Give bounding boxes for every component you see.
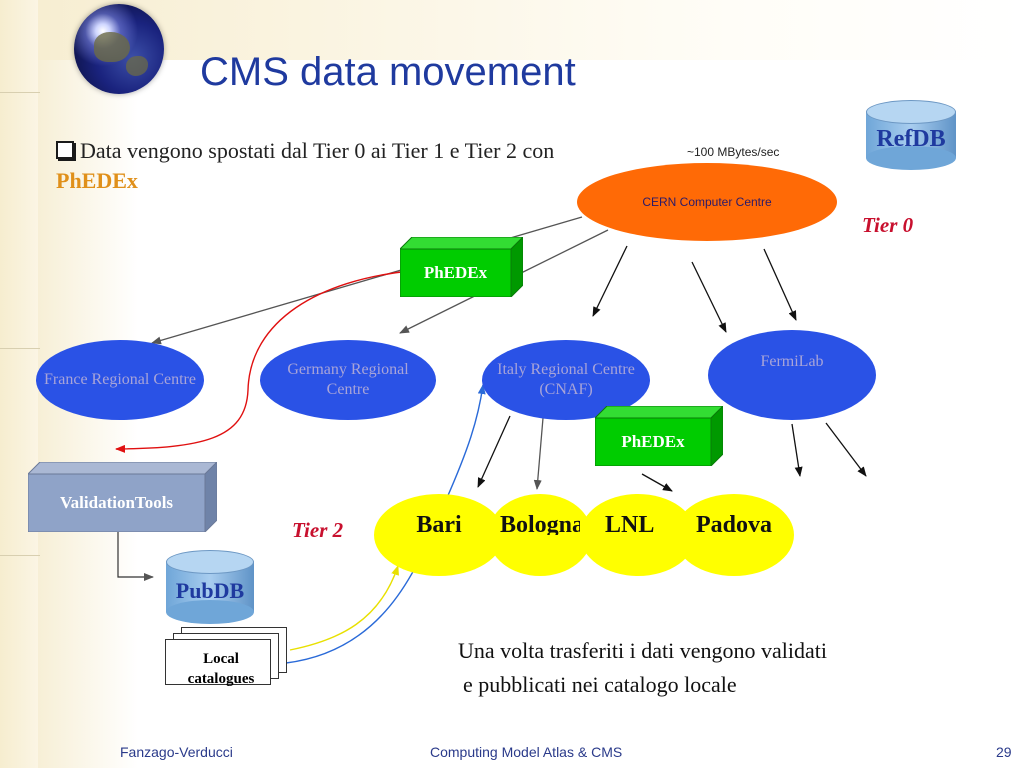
cern-computer-centre: CERN Computer Centre — [577, 163, 837, 241]
site-padova-label: Padova — [695, 512, 772, 538]
footer-author: Fanzago-Verducci — [120, 744, 233, 760]
pubdb-database: PubDB — [166, 550, 254, 624]
globe-icon — [74, 4, 164, 94]
link-validation-pubdb — [117, 530, 154, 581]
refdb-database: RefDB — [866, 100, 956, 170]
bullet-text: Data vengono spostati dal Tier 0 ai Tier… — [80, 138, 555, 163]
france-regional-centre: France Regional Centre — [36, 340, 204, 420]
site-bari: Bari — [374, 494, 504, 576]
link-fermilab-2 — [825, 422, 867, 477]
phedex-mid-box: PhEDEx — [593, 404, 725, 468]
decor-line — [0, 92, 40, 93]
local-catalogues-label: Local catalogues — [187, 651, 255, 687]
footer-page-number: 29 — [996, 744, 1012, 760]
note-line-2: e pubblicati nei catalogo locale — [463, 672, 737, 697]
link-italy-bari — [477, 415, 511, 488]
link-phedex-lnl — [641, 473, 673, 492]
phedex-mid-label: PhEDEx — [621, 432, 685, 451]
link-cern-fermilab-2 — [763, 248, 797, 321]
rate-label: ~100 MBytes/sec — [687, 145, 780, 159]
left-decor-bar — [0, 0, 38, 768]
site-lnl: LNL — [580, 494, 696, 576]
phedex-top-label: PhEDEx — [423, 263, 488, 282]
bullet-point: Data vengono spostati dal Tier 0 ai Tier… — [56, 136, 576, 196]
footer-title: Computing Model Atlas & CMS — [430, 744, 623, 760]
decor-line — [0, 555, 40, 556]
slide-title: CMS data movement — [200, 50, 576, 94]
phedex-top-box: PhEDEx — [398, 235, 525, 299]
tier2-label: Tier 2 — [292, 518, 344, 542]
validation-note: Una volta trasferiti i dati vengono vali… — [458, 634, 827, 702]
germany-regional-centre: Germany Regional Centre — [260, 340, 436, 420]
note-line-1: Una volta trasferiti i dati vengono vali… — [458, 638, 828, 663]
fermilab-centre: FermiLab — [708, 330, 876, 420]
site-bari-label: Bari — [416, 512, 462, 538]
decor-line — [0, 348, 40, 349]
refdb-label: RefDB — [876, 126, 946, 152]
site-bologna: Bologna — [488, 494, 592, 576]
site-lnl-label: LNL — [605, 515, 655, 535]
tier0-label: Tier 0 — [862, 213, 914, 237]
validation-tools-box: ValidationTools — [26, 460, 219, 534]
checkbox-bullet-icon — [56, 141, 74, 159]
link-cern-italy — [592, 245, 628, 317]
top-decor-bar — [38, 0, 1024, 60]
bullet-highlight: PhEDEx — [56, 168, 138, 193]
site-bologna-label: Bologna — [500, 515, 580, 535]
link-cern-fermilab-1 — [691, 261, 727, 333]
link-italy-bologna — [533, 417, 544, 490]
local-catalogues-stack: Local catalogues — [163, 627, 287, 687]
link-catalogues-bari — [289, 565, 399, 651]
link-fermilab-1 — [791, 423, 803, 477]
link-phedex-validation — [115, 270, 411, 453]
pubdb-label: PubDB — [175, 578, 245, 603]
validation-tools-label: ValidationTools — [59, 493, 174, 512]
